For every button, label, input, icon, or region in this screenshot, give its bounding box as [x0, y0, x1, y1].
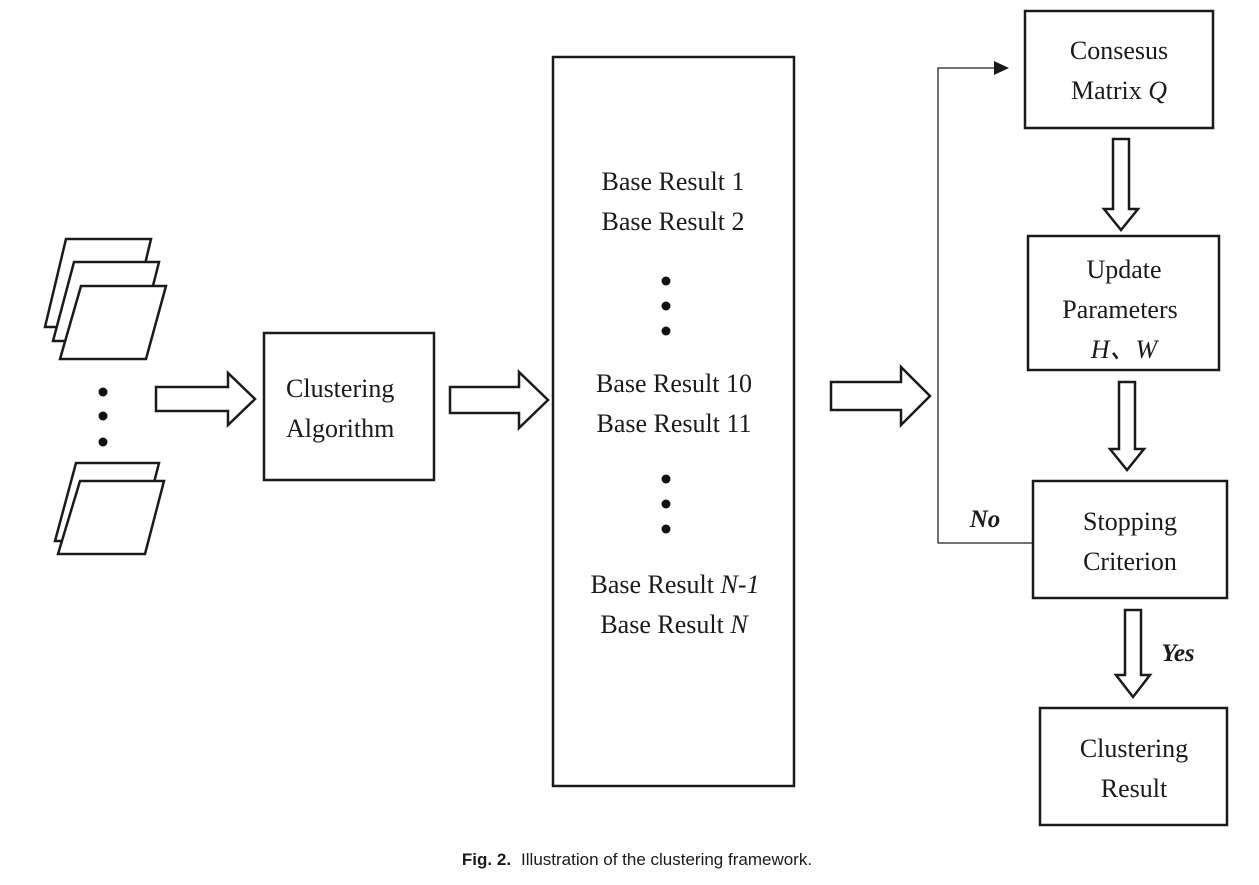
feedback-loop: No [937, 61, 1033, 544]
base-result-index: N [729, 610, 749, 639]
clustering-result-label-line2: Result [1101, 774, 1168, 803]
ellipsis-dot [661, 301, 671, 311]
base-results-box [551, 55, 796, 788]
update-parameters-node: Update Parameters H、W [1026, 234, 1221, 372]
ellipsis-dot [661, 326, 671, 336]
base-result-label: Base Result 11 [596, 409, 751, 438]
update-parameters-label-line2: Parameters [1062, 295, 1178, 324]
ellipsis-dot [661, 524, 671, 534]
input-data-stack-bottom [53, 461, 166, 556]
no-branch-label: No [969, 506, 1001, 533]
stopping-criterion-label-line1: Stopping [1083, 507, 1177, 536]
figure-caption-label: Fig. 2. [462, 850, 511, 869]
base-result-text: Base Result [600, 610, 724, 639]
update-parameters-label-line1: Update [1086, 255, 1161, 284]
hollow-arrow-down-icon [1107, 380, 1147, 472]
base-result-label: Base Result N [600, 610, 749, 639]
yes-branch-label: Yes [1161, 640, 1194, 667]
clustering-algorithm-label-line1: Clustering [286, 374, 394, 403]
consensus-matrix-node: Consesus Matrix Q [1023, 9, 1215, 130]
hollow-arrow-right-icon [448, 369, 550, 431]
input-ellipsis-dots [98, 387, 108, 447]
data-sheet-icon [56, 479, 166, 556]
consensus-matrix-label-line2: Matrix Q [1071, 76, 1167, 105]
base-result-index: N-1 [720, 570, 760, 599]
ellipsis-dot [661, 499, 671, 509]
clustering-result-label-line1: Clustering [1080, 734, 1188, 763]
base-result-label: Base Result 2 [602, 207, 745, 236]
clustering-result-node: Clustering Result [1038, 706, 1229, 827]
stopping-criterion-box [1031, 479, 1229, 600]
consensus-matrix-box [1023, 9, 1215, 130]
ellipsis-dot [661, 474, 671, 484]
arrowhead-right-icon [994, 61, 1009, 75]
update-parameters-symbols: H、W [1090, 335, 1160, 364]
stopping-criterion-node: Stopping Criterion [1031, 479, 1229, 600]
base-results-node: Base Result 1 Base Result 2 Base Result … [551, 55, 796, 788]
update-parameters-box [1026, 234, 1221, 372]
figure-caption-text: Illustration of the clustering framework… [521, 850, 812, 869]
hollow-arrow-down-icon [1101, 137, 1141, 232]
feedback-line [937, 67, 1033, 544]
matrix-text: Matrix [1071, 76, 1142, 105]
ellipsis-dot [98, 437, 108, 447]
base-result-text: Base Result [591, 570, 715, 599]
hollow-arrow-down-icon [1113, 608, 1153, 700]
figure-caption: Fig. 2. Illustration of the clustering fr… [462, 850, 812, 869]
base-result-label: Base Result N-1 [591, 570, 760, 599]
clustering-algorithm-box [262, 331, 436, 482]
data-sheet-icon [58, 284, 168, 361]
stopping-criterion-label-line2: Criterion [1083, 547, 1177, 576]
base-result-label: Base Result 10 [596, 369, 752, 398]
ellipsis-dot [661, 276, 671, 286]
input-data-stack-top [43, 237, 168, 361]
matrix-symbol: Q [1148, 76, 1167, 105]
hollow-arrow-right-icon [829, 363, 932, 429]
ellipsis-dot [98, 387, 108, 397]
clustering-result-box [1038, 706, 1229, 827]
clustering-algorithm-label-line2: Algorithm [286, 414, 394, 443]
clustering-algorithm-node: Clustering Algorithm [262, 331, 436, 482]
hollow-arrow-right-icon [154, 370, 257, 428]
consensus-matrix-label-line1: Consesus [1070, 36, 1168, 65]
ellipsis-dot [98, 411, 108, 421]
base-result-label: Base Result 1 [602, 167, 745, 196]
